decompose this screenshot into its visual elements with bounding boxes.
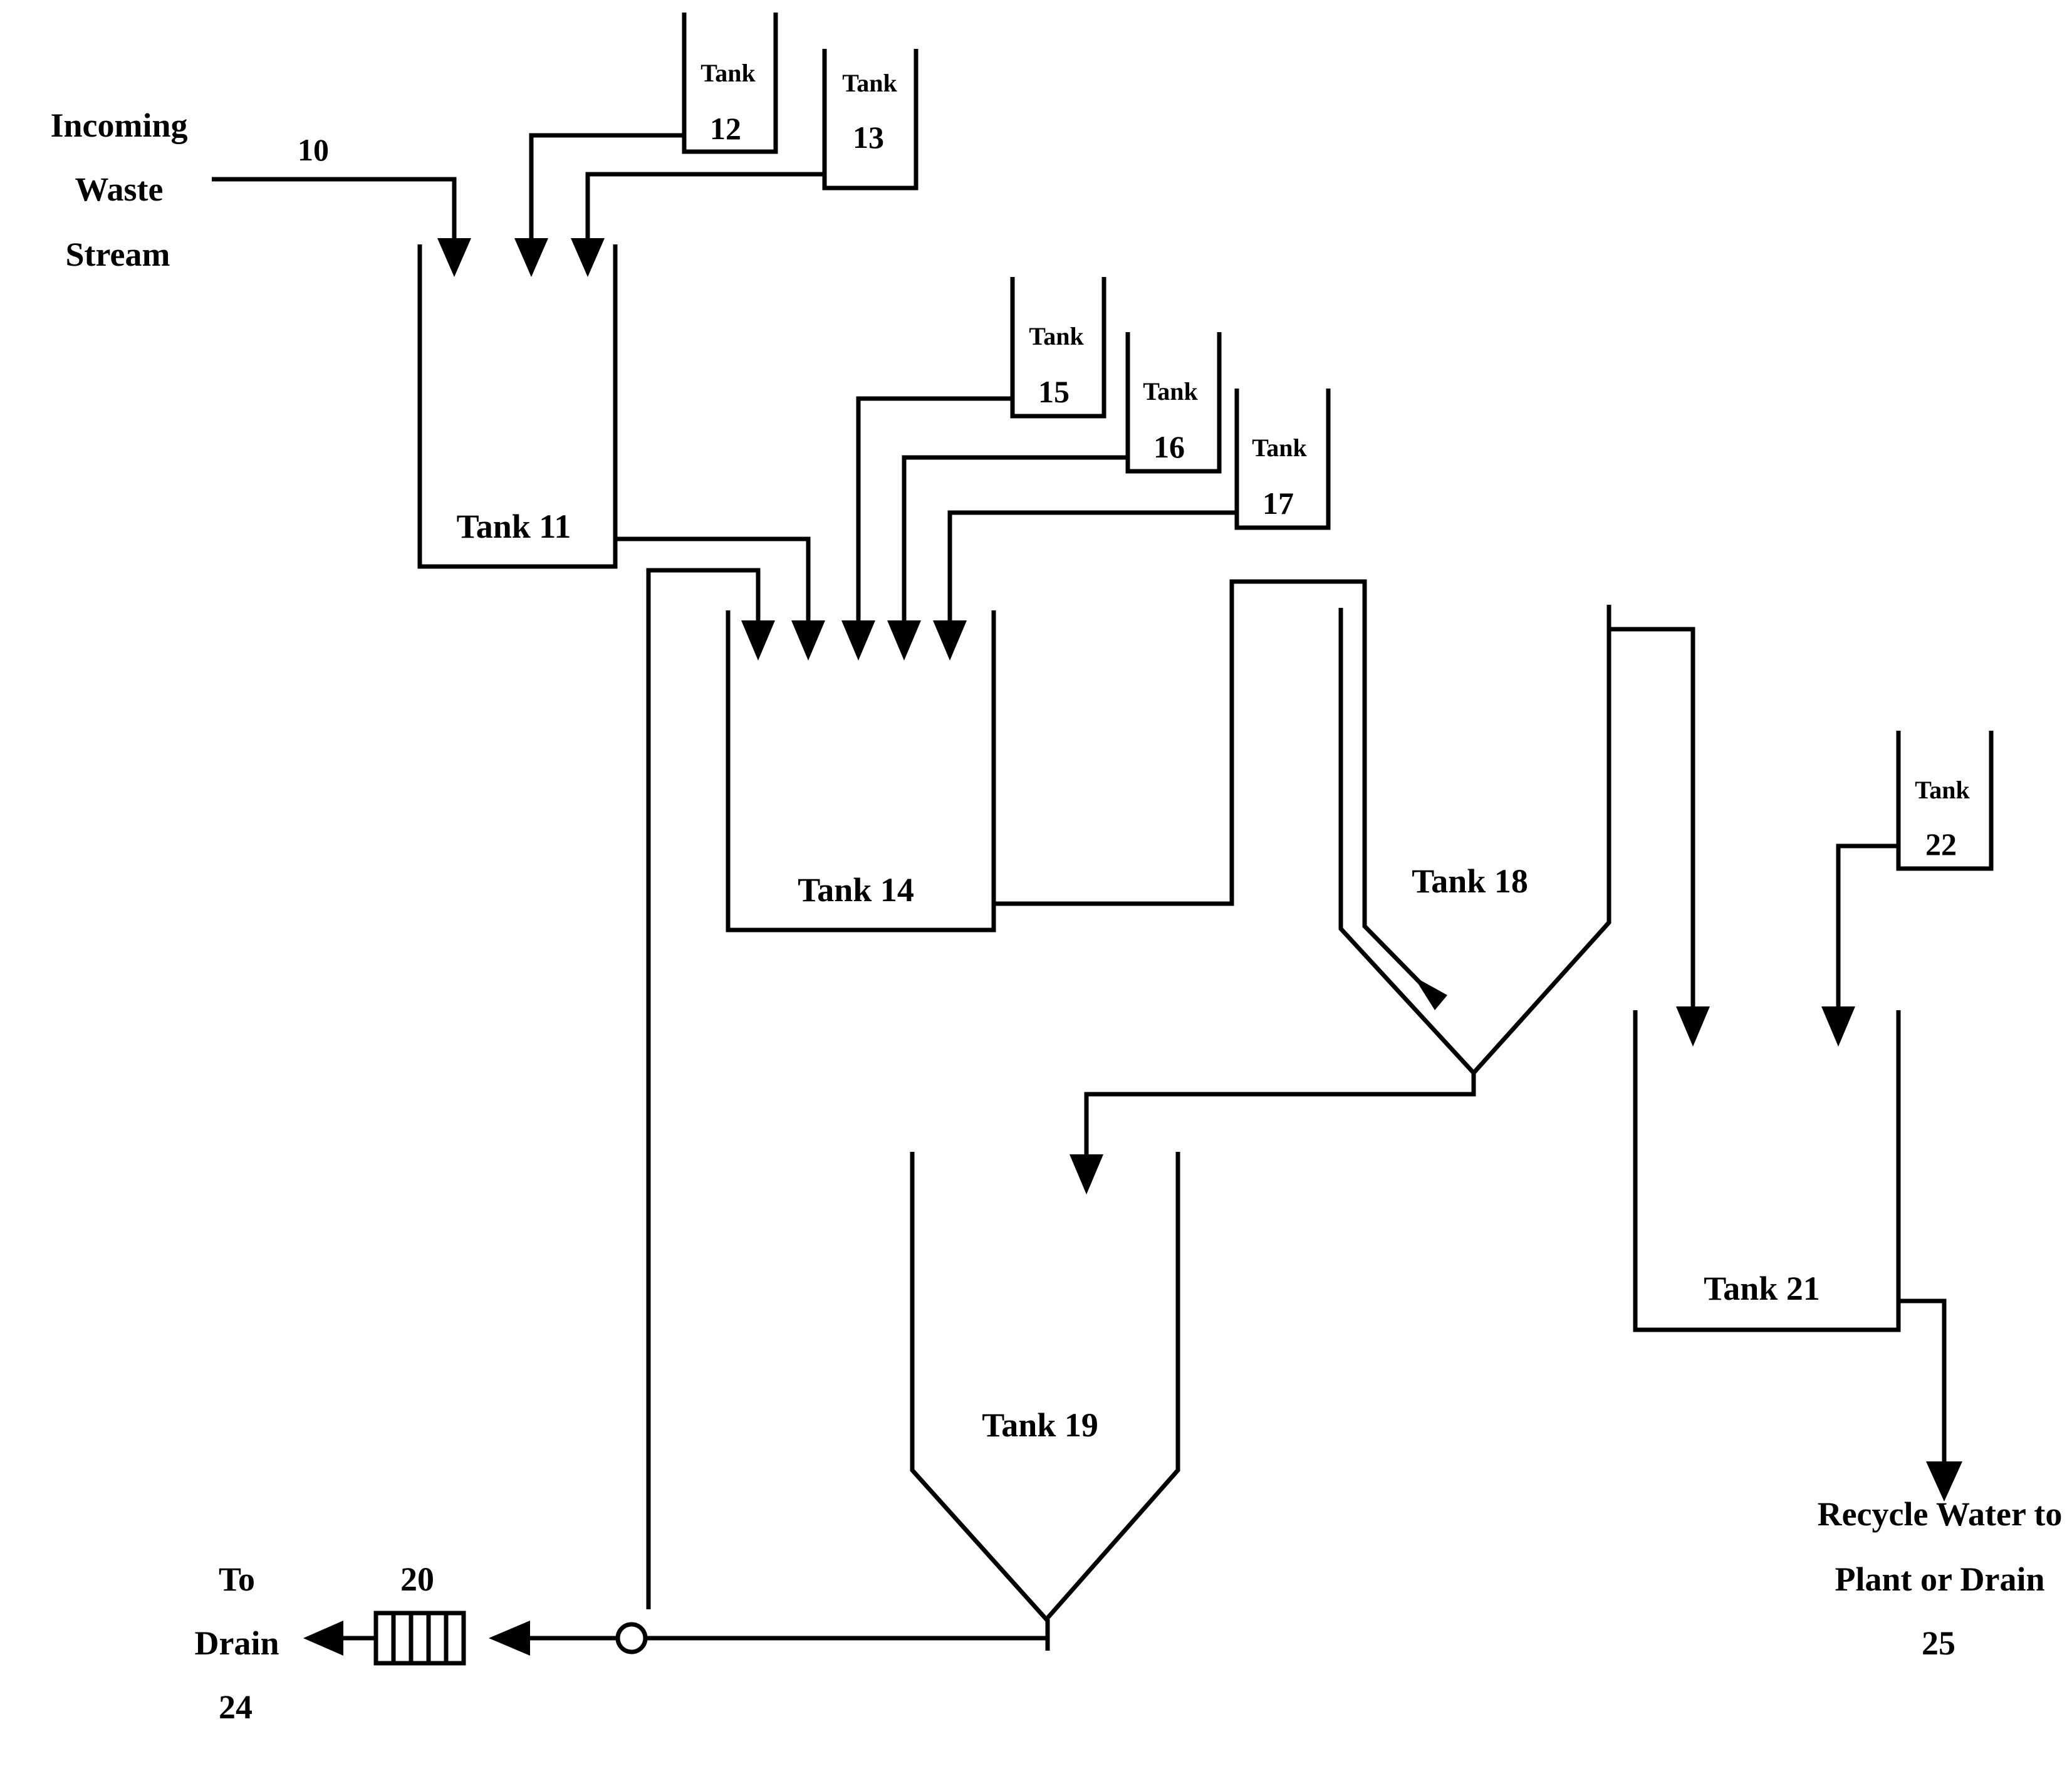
tank-22-outlet-pipe <box>1821 844 1898 1047</box>
pump-to-filter-pipe <box>489 1621 618 1656</box>
tank-22-label-word: Tank <box>1915 776 1970 804</box>
incoming-label-line2: Waste <box>75 170 164 208</box>
tank-12-vessel <box>682 13 778 154</box>
tank-12-label-num: 12 <box>710 111 741 146</box>
tank-18-to-tank-21-pipe <box>1609 627 1710 1047</box>
tank-11-label: Tank 11 <box>457 508 571 545</box>
tank-21-label: Tank 21 <box>1704 1270 1820 1307</box>
tank-15-label-word: Tank <box>1029 322 1084 350</box>
tank-12-label-word: Tank <box>700 59 756 87</box>
tank-19-bottom-pipe <box>645 1619 1050 1651</box>
recycle-label-line1: Recycle Water to <box>1818 1495 2063 1533</box>
tank-14-label: Tank 14 <box>798 871 914 909</box>
tank-13-label-word: Tank <box>842 69 897 97</box>
tank-13-vessel <box>822 49 919 191</box>
tank-14-to-tank-18-pipe <box>994 579 1447 1010</box>
tank-21-outlet-pipe <box>1898 1298 1962 1502</box>
tank-15-outlet-pipe <box>841 396 1013 661</box>
incoming-label-line3: Stream <box>66 236 170 273</box>
tank-22-vessel <box>1896 731 1994 871</box>
tank-11-outlet-pipe <box>615 536 825 661</box>
tank-18-vessel <box>1338 605 1611 1077</box>
recycle-label-num: 25 <box>1922 1624 1955 1662</box>
tank-17-vessel <box>1234 389 1331 530</box>
drain-label-num: 24 <box>219 1688 252 1726</box>
tank-15-label-num: 15 <box>1038 374 1070 409</box>
drain-label-line1: To <box>219 1560 255 1598</box>
stream-10-label: 10 <box>298 132 329 167</box>
tank-19-label: Tank 19 <box>982 1406 1098 1444</box>
tank-13-outlet-pipe <box>571 172 825 277</box>
tank-16-vessel <box>1125 332 1222 474</box>
tank-18-label: Tank 18 <box>1412 862 1528 900</box>
tank-13-label-num: 13 <box>853 120 884 155</box>
tank-14-vessel <box>726 610 996 932</box>
recycle-loop-pipe <box>646 568 775 1609</box>
recycle-label-line2: Plant or Drain <box>1835 1560 2045 1598</box>
tank-16-label-word: Tank <box>1143 377 1198 405</box>
filter-to-drain-pipe <box>303 1621 376 1656</box>
tank-18-to-tank-19-pipe <box>1070 1073 1476 1194</box>
tank-17-label-num: 17 <box>1262 486 1294 521</box>
tank-17-outlet-pipe <box>933 510 1237 661</box>
tank-19-vessel <box>910 1152 1180 1623</box>
tank-17-label-word: Tank <box>1252 434 1307 462</box>
drain-label-line2: Drain <box>195 1624 279 1662</box>
tank-21-vessel <box>1633 1010 1901 1332</box>
tank-11-vessel <box>417 244 618 569</box>
incoming-waste-pipe <box>212 177 471 277</box>
pump-valve <box>615 1622 648 1654</box>
tank-16-outlet-pipe <box>887 455 1128 661</box>
tank-15-vessel <box>1010 277 1106 419</box>
filter-20 <box>373 1611 466 1666</box>
tank-22-label-num: 22 <box>1925 827 1957 862</box>
filter-20-label: 20 <box>400 1560 434 1598</box>
tank-12-outlet-pipe <box>514 133 684 277</box>
incoming-label-line1: Incoming <box>50 107 187 144</box>
tank-16-label-num: 16 <box>1153 429 1185 464</box>
